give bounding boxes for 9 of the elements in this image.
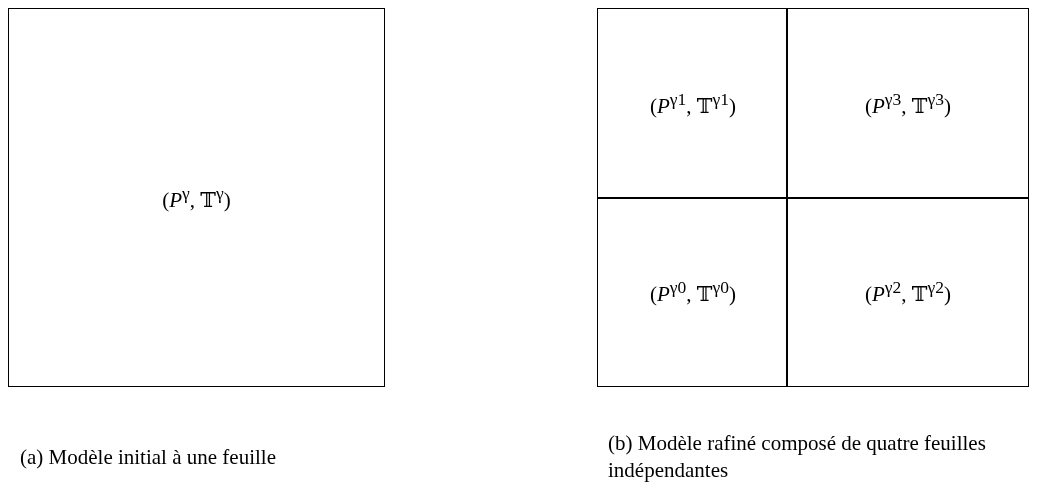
figure-caption: (a) Modèle initial à une feuille (20, 444, 276, 471)
formula-label: (P$^{γ2}$, 𝕋$^{γ2}$) (865, 277, 951, 307)
figure-caption: (b) Modèle rafiné composé de quatre feuilles indépendantes (608, 430, 987, 485)
grid-box (597, 8, 1029, 387)
formula-label: (P$^{γ3}$, 𝕋$^{γ3}$) (865, 88, 951, 119)
formula-label: (P$^{γ0}$, 𝕋$^{γ0}$) (650, 277, 736, 307)
formula-label: (P$^{γ}$, 𝕋$^{γ}$) (162, 182, 231, 213)
formula-label: (P$^{γ1}$, 𝕋$^{γ1}$) (650, 88, 736, 119)
leaf-box (8, 8, 385, 387)
